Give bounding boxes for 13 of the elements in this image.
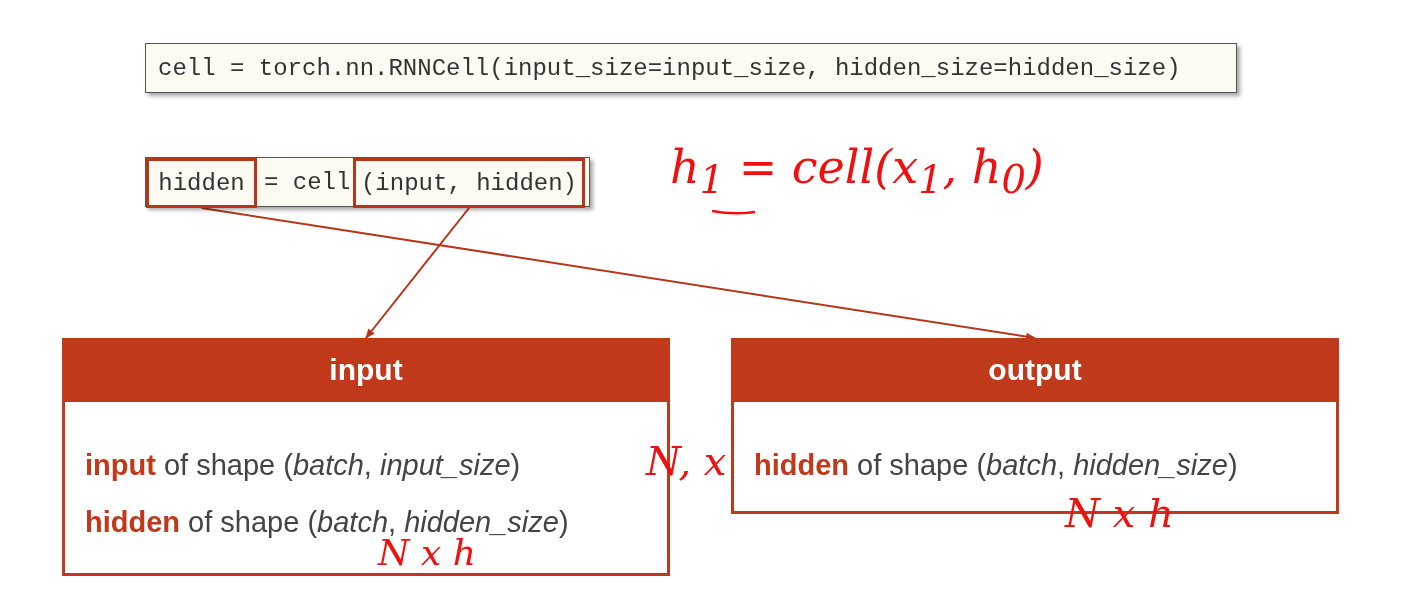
code-text: cell = torch.nn.RNNCell(input_size=input_size, hidden_size=hidden_size) xyxy=(158,55,1181,82)
panel-header: output xyxy=(731,338,1339,402)
arrow xyxy=(365,207,470,339)
code-text: (input, hidden) xyxy=(353,158,585,208)
shape-description: hidden of shape (batch, hidden_size) xyxy=(754,449,1238,482)
code-box xyxy=(145,43,1237,93)
shape-description: input of shape (batch, input_size) xyxy=(85,449,521,482)
code-text: hidden xyxy=(146,158,257,208)
shape-description: hidden of shape (batch, hidden_size) xyxy=(85,506,569,538)
code-box xyxy=(145,157,590,207)
code-text: = cell xyxy=(264,169,351,196)
panel-header: input xyxy=(62,338,670,402)
handwritten-note: h$_{1}$ = cell(x$_{1}$, h$_{0}$) xyxy=(670,140,1044,203)
